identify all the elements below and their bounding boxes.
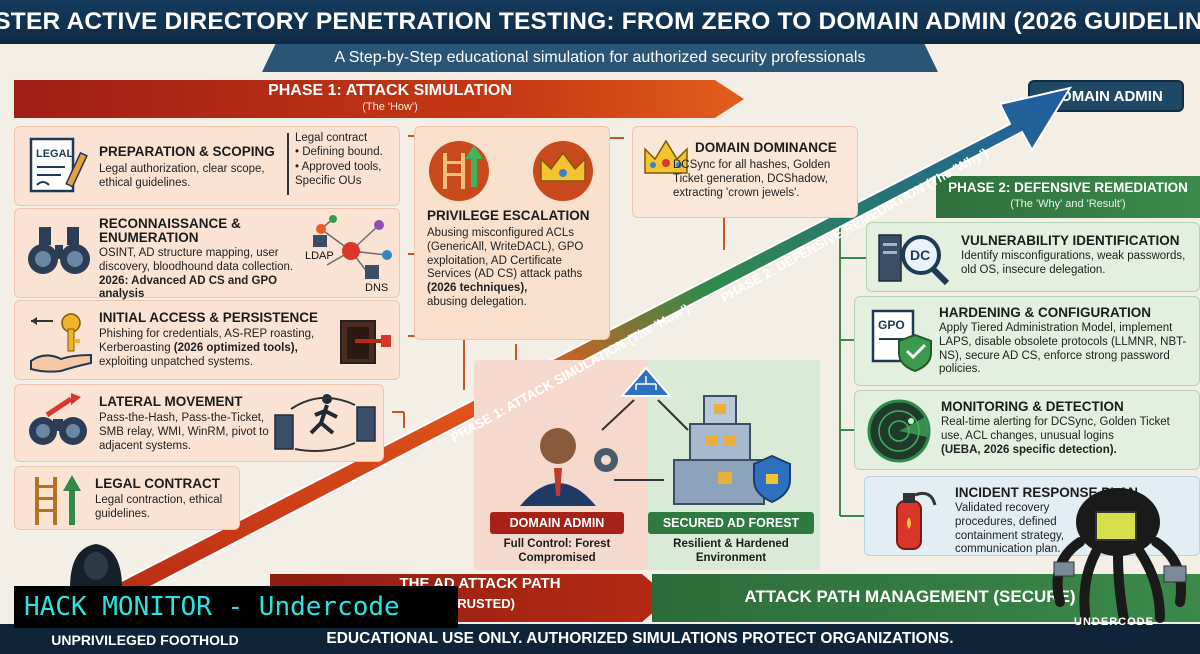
binoculars-icon (28, 227, 90, 274)
bullet-list: Legal contract • Defining bound. • Appro… (295, 131, 399, 189)
card-body: Abusing misconfigured ACLs (GenericAll, … (427, 227, 603, 310)
card-body-bold: 2026: Advanced AD CS and GPO analysis (99, 274, 278, 301)
key-hand-icon (30, 313, 92, 373)
ladder-arrow-icon (35, 475, 81, 525)
card-body-text: OSINT, AD structure mapping, user discov… (99, 247, 294, 273)
card-body-bold: (UEBA, 2026 specific detection). (941, 443, 1117, 456)
phase2-banner (936, 176, 1200, 218)
bullet-item: Specific OUs (295, 175, 362, 188)
card-body-bold: (2026 techniques), (427, 282, 528, 295)
bullet-brace (287, 133, 289, 195)
page-title: MASTER ACTIVE DIRECTORY PENETRATION TEST… (0, 8, 1200, 35)
card-lateral-movement: LATERAL MOVEMENT Pass-the-Hash, Pass-the… (14, 384, 384, 462)
network-graph-icon: LDAP DNS (305, 215, 392, 294)
server-stack-icon (673, 395, 765, 505)
card-title: VULNERABILITY IDENTIFICATION (961, 233, 1180, 248)
main-diagonal-arrow (98, 86, 1073, 610)
bullet-item: Legal contract (295, 132, 368, 144)
unprivileged-foothold-label: UNPRIVILEGED FOOTHOLD (51, 632, 239, 648)
footer-bar (0, 624, 1200, 654)
card-body-line: exploiting unpatched systems. (99, 355, 254, 368)
hacker-figure-icon (70, 544, 122, 588)
running-person-servers-icon (274, 394, 376, 452)
card-initial-access: INITIAL ACCESS & PERSISTENCE Phishing fo… (14, 300, 400, 380)
card-vulnerability-identification: DC VULNERABILITY IDENTIFICATION Identify… (866, 222, 1200, 292)
card-body: Validated recovery procedures, defined c… (955, 502, 1065, 556)
card-body-line: Kerberoasting (99, 341, 174, 354)
secured-forest-desc: Resilient & Hardened Environment (673, 538, 789, 564)
card-title: HARDENING & CONFIGURATION (939, 305, 1151, 320)
card-privilege-escalation: PRIVILEGE ESCALATION Abusing misconfigur… (414, 126, 610, 340)
card-preparation-scoping: LEGAL PREPARATION & SCOPING Legal author… (14, 126, 400, 206)
card-domain-dominance: DOMAIN DOMINANCE DCSync for all hashes, … (632, 126, 858, 218)
escalation-ladder-icon (429, 141, 489, 201)
octopus-hacker-mascot-icon (1052, 488, 1187, 627)
card-body: Real-time alerting for DCSync, Golden Ti… (941, 416, 1181, 457)
card-title-line2: ENUMERATION (99, 230, 199, 245)
management-title: ATTACK PATH MANAGEMENT (SECURE) (744, 587, 1076, 606)
card-title: INITIAL ACCESS & PERSISTENCE (99, 310, 319, 325)
ldap-label: LDAP (305, 250, 334, 262)
card-monitoring-detection: MONITORING & DETECTION Real-time alertin… (854, 390, 1200, 470)
card-body-line: Phishing for credentials, AS-REP roastin… (99, 328, 315, 340)
management-bar (652, 574, 1200, 622)
phase2-title: PHASE 2: DEFENSIVE REMEDIATION (948, 180, 1188, 195)
card-body: Apply Tiered Administration Model, imple… (939, 322, 1187, 376)
subtitle-bar: A Step-by-Step educational simulation fo… (262, 44, 938, 72)
secured-forest-label: SECURED AD FOREST (648, 512, 814, 534)
header-bar: MASTER ACTIVE DIRECTORY PENETRATION TEST… (0, 0, 1200, 44)
green-connectors (839, 222, 866, 517)
center-illustration (520, 366, 791, 506)
card-legal-contract: LEGAL CONTRACT Legal contraction, ethica… (14, 466, 240, 530)
card-body-text: Abusing misconfigured ACLs (GenericAll, … (427, 227, 584, 281)
hack-monitor-overlay: HACK MONITOR - Undercode (14, 586, 458, 628)
card-title: PRIVILEGE ESCALATION (427, 208, 590, 223)
dns-label: DNS (365, 282, 388, 294)
card-body: Pass-the-Hash, Pass-the-Ticket, SMB rela… (99, 412, 269, 452)
card-title: LATERAL MOVEMENT (99, 394, 243, 409)
lateral-binoculars-icon (29, 393, 87, 445)
watermark-text: UNDERCODE (1074, 616, 1154, 628)
card-title: RECONNAISSANCE & (99, 216, 241, 231)
legal-icon-label: LEGAL (36, 148, 74, 160)
card-body: Phishing for credentials, AS-REP roastin… (99, 328, 329, 369)
domain-admin-label: DOMAIN ADMIN (490, 512, 624, 534)
footer-disclaimer: EDUCATIONAL USE ONLY. AUTHORIZED SIMULAT… (326, 630, 954, 647)
bullet-item: Approved tools, (301, 160, 382, 173)
card-body: Legal contraction, ethical guidelines. (95, 494, 223, 520)
card-body-bold: (2026 optimized tools), (173, 341, 298, 354)
admin-person-icon (520, 428, 596, 506)
gpo-shield-icon: GPO (871, 309, 932, 373)
page-subtitle: A Step-by-Step educational simulation fo… (334, 49, 866, 66)
door-breach-icon (340, 320, 391, 364)
bullet-item: Defining bound. (302, 146, 383, 159)
card-body: Legal authorization, clear scope, ethica… (99, 163, 265, 189)
card-title: PREPARATION & SCOPING (99, 144, 275, 159)
phase2-subtitle: (The 'Why' and 'Result') (1010, 198, 1126, 210)
card-hardening-configuration: GPO HARDENING & CONFIGURATION Apply Tier… (854, 296, 1200, 386)
dc-magnifier-icon: DC (878, 234, 950, 286)
card-body: DCSync for all hashes, Golden Ticket gen… (673, 159, 831, 199)
card-reconnaissance: RECONNAISSANCE & ENUMERATION OSINT, AD s… (14, 208, 400, 300)
crown-icon (533, 141, 593, 201)
card-body: Identify misconfigurations, weak passwor… (961, 250, 1186, 276)
domain-admin-desc: Full Control: Forest Compromised (503, 538, 611, 564)
card-body-text: Real-time alerting for DCSync, Golden Ti… (941, 416, 1170, 442)
fire-extinguisher-icon (896, 491, 937, 550)
dominance-crown-icon (644, 139, 688, 174)
radar-icon (867, 399, 931, 463)
card-title: LEGAL CONTRACT (95, 476, 220, 491)
phase1-title: PHASE 1: ATTACK SIMULATION (268, 82, 512, 99)
phase1-banner (14, 80, 744, 118)
phase1-subtitle: (The 'How') (362, 101, 418, 113)
attack-path-subtitle: (TRUSTED) (444, 596, 516, 611)
card-body-text: abusing delegation. (427, 295, 527, 308)
card-body: OSINT, AD structure mapping, user discov… (99, 247, 313, 302)
card-title: MONITORING & DETECTION (941, 399, 1124, 414)
card-title: DOMAIN DOMINANCE (695, 140, 837, 155)
legal-document-icon: LEGAL (29, 137, 88, 193)
dc-icon-label: DC (910, 247, 930, 263)
gpo-icon-label: GPO (878, 318, 905, 332)
